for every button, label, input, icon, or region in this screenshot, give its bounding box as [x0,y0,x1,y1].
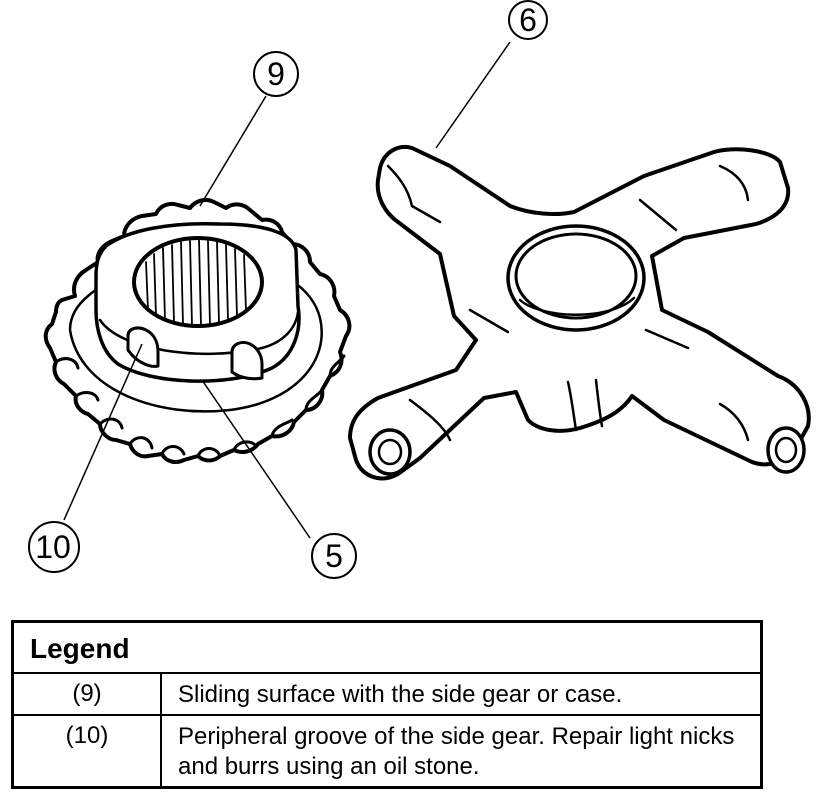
legend-description: Sliding surface with the side gear or ca… [160,672,763,716]
legend-header-row: Legend [11,620,763,674]
legend-key: (10) [11,714,162,789]
legend-table: Legend (9) Sliding surface with the side… [11,620,763,789]
side-gear-illustration [43,198,352,464]
legend-key: (9) [11,672,162,716]
leader-lines [63,41,511,539]
callout-5: 5 [311,533,357,579]
legend-description: Peripheral groove of the side gear. Repa… [160,714,763,789]
callout-9: 9 [253,51,299,97]
callout-9-label: 9 [267,56,285,92]
callout-5-label: 5 [325,538,343,574]
legend-title: Legend [11,620,763,674]
callout-10: 10 [28,521,80,573]
cross-shaft-illustration [348,145,811,481]
callout-6: 6 [508,0,548,40]
legend-row: (9) Sliding surface with the side gear o… [11,672,763,716]
callout-10-label: 10 [35,529,71,565]
parts-diagram: 6 9 10 5 [28,0,811,579]
legend-row: (10) Peripheral groove of the side gear.… [11,714,763,789]
callout-6-label: 6 [519,2,537,38]
